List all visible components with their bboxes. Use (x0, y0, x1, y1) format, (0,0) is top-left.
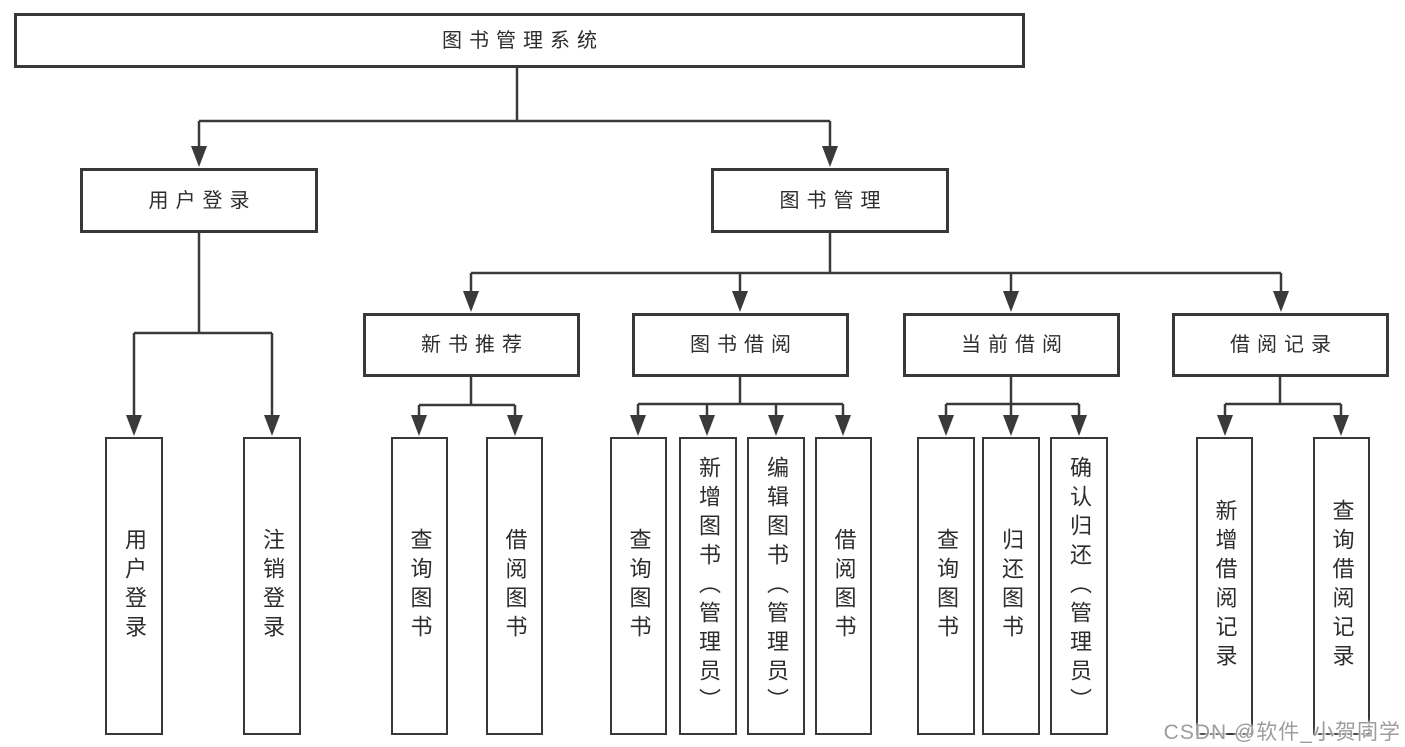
leaf-edit-book: 编辑图书（管理员） (747, 437, 805, 735)
leaf-query-record: 查询借阅记录 (1313, 437, 1370, 735)
leaf-add-book-label: 新增图书（管理员） (696, 455, 721, 717)
leaf-query-book-c: 查询图书 (917, 437, 975, 735)
leaf-add-record-label: 新增借阅记录 (1212, 499, 1238, 673)
leaf-return-book-label: 归还图书 (999, 528, 1024, 644)
leaf-borrow-book-a: 借阅图书 (486, 437, 543, 735)
node-current-borrow: 当前借阅 (903, 313, 1120, 377)
node-book-mgmt-label: 图书管理 (779, 189, 888, 212)
leaf-query-book-a-label: 查询图书 (407, 528, 433, 644)
leaf-user-login-label: 用户登录 (122, 528, 147, 644)
node-book-borrow: 图书借阅 (632, 313, 849, 377)
node-borrow-records-label: 借阅记录 (1230, 334, 1338, 356)
node-new-book-rec: 新书推荐 (363, 313, 580, 377)
leaf-query-book-b: 查询图书 (610, 437, 667, 735)
watermark-text: CSDN @软件_小贺同学 (1163, 721, 1401, 744)
node-root: 图书管理系统 (14, 13, 1025, 68)
leaf-borrow-book-a-label: 借阅图书 (502, 528, 528, 644)
leaf-query-record-label: 查询借阅记录 (1329, 499, 1355, 673)
node-current-borrow-label: 当前借阅 (961, 334, 1069, 356)
node-user-login-label: 用户登录 (148, 189, 257, 212)
leaf-borrow-book-b-label: 借阅图书 (831, 528, 857, 644)
leaf-query-book-b-label: 查询图书 (626, 528, 652, 644)
leaf-query-book-a: 查询图书 (391, 437, 448, 735)
leaf-edit-book-label: 编辑图书（管理员） (764, 455, 789, 717)
leaf-logout: 注销登录 (243, 437, 301, 735)
node-book-borrow-label: 图书借阅 (690, 334, 798, 356)
node-new-book-rec-label: 新书推荐 (421, 334, 529, 356)
leaf-confirm-return: 确认归还（管理员） (1050, 437, 1108, 735)
leaf-return-book: 归还图书 (982, 437, 1040, 735)
leaf-add-book: 新增图书（管理员） (679, 437, 737, 735)
leaf-add-record: 新增借阅记录 (1196, 437, 1253, 735)
leaf-confirm-return-label: 确认归还（管理员） (1067, 455, 1092, 717)
leaf-user-login: 用户登录 (105, 437, 163, 735)
node-borrow-records: 借阅记录 (1172, 313, 1389, 377)
leaf-logout-label: 注销登录 (260, 528, 285, 644)
node-user-login: 用户登录 (80, 168, 318, 233)
node-book-mgmt: 图书管理 (711, 168, 949, 233)
node-root-label: 图书管理系统 (442, 29, 604, 52)
leaf-borrow-book-b: 借阅图书 (815, 437, 872, 735)
leaf-query-book-c-label: 查询图书 (934, 528, 959, 644)
